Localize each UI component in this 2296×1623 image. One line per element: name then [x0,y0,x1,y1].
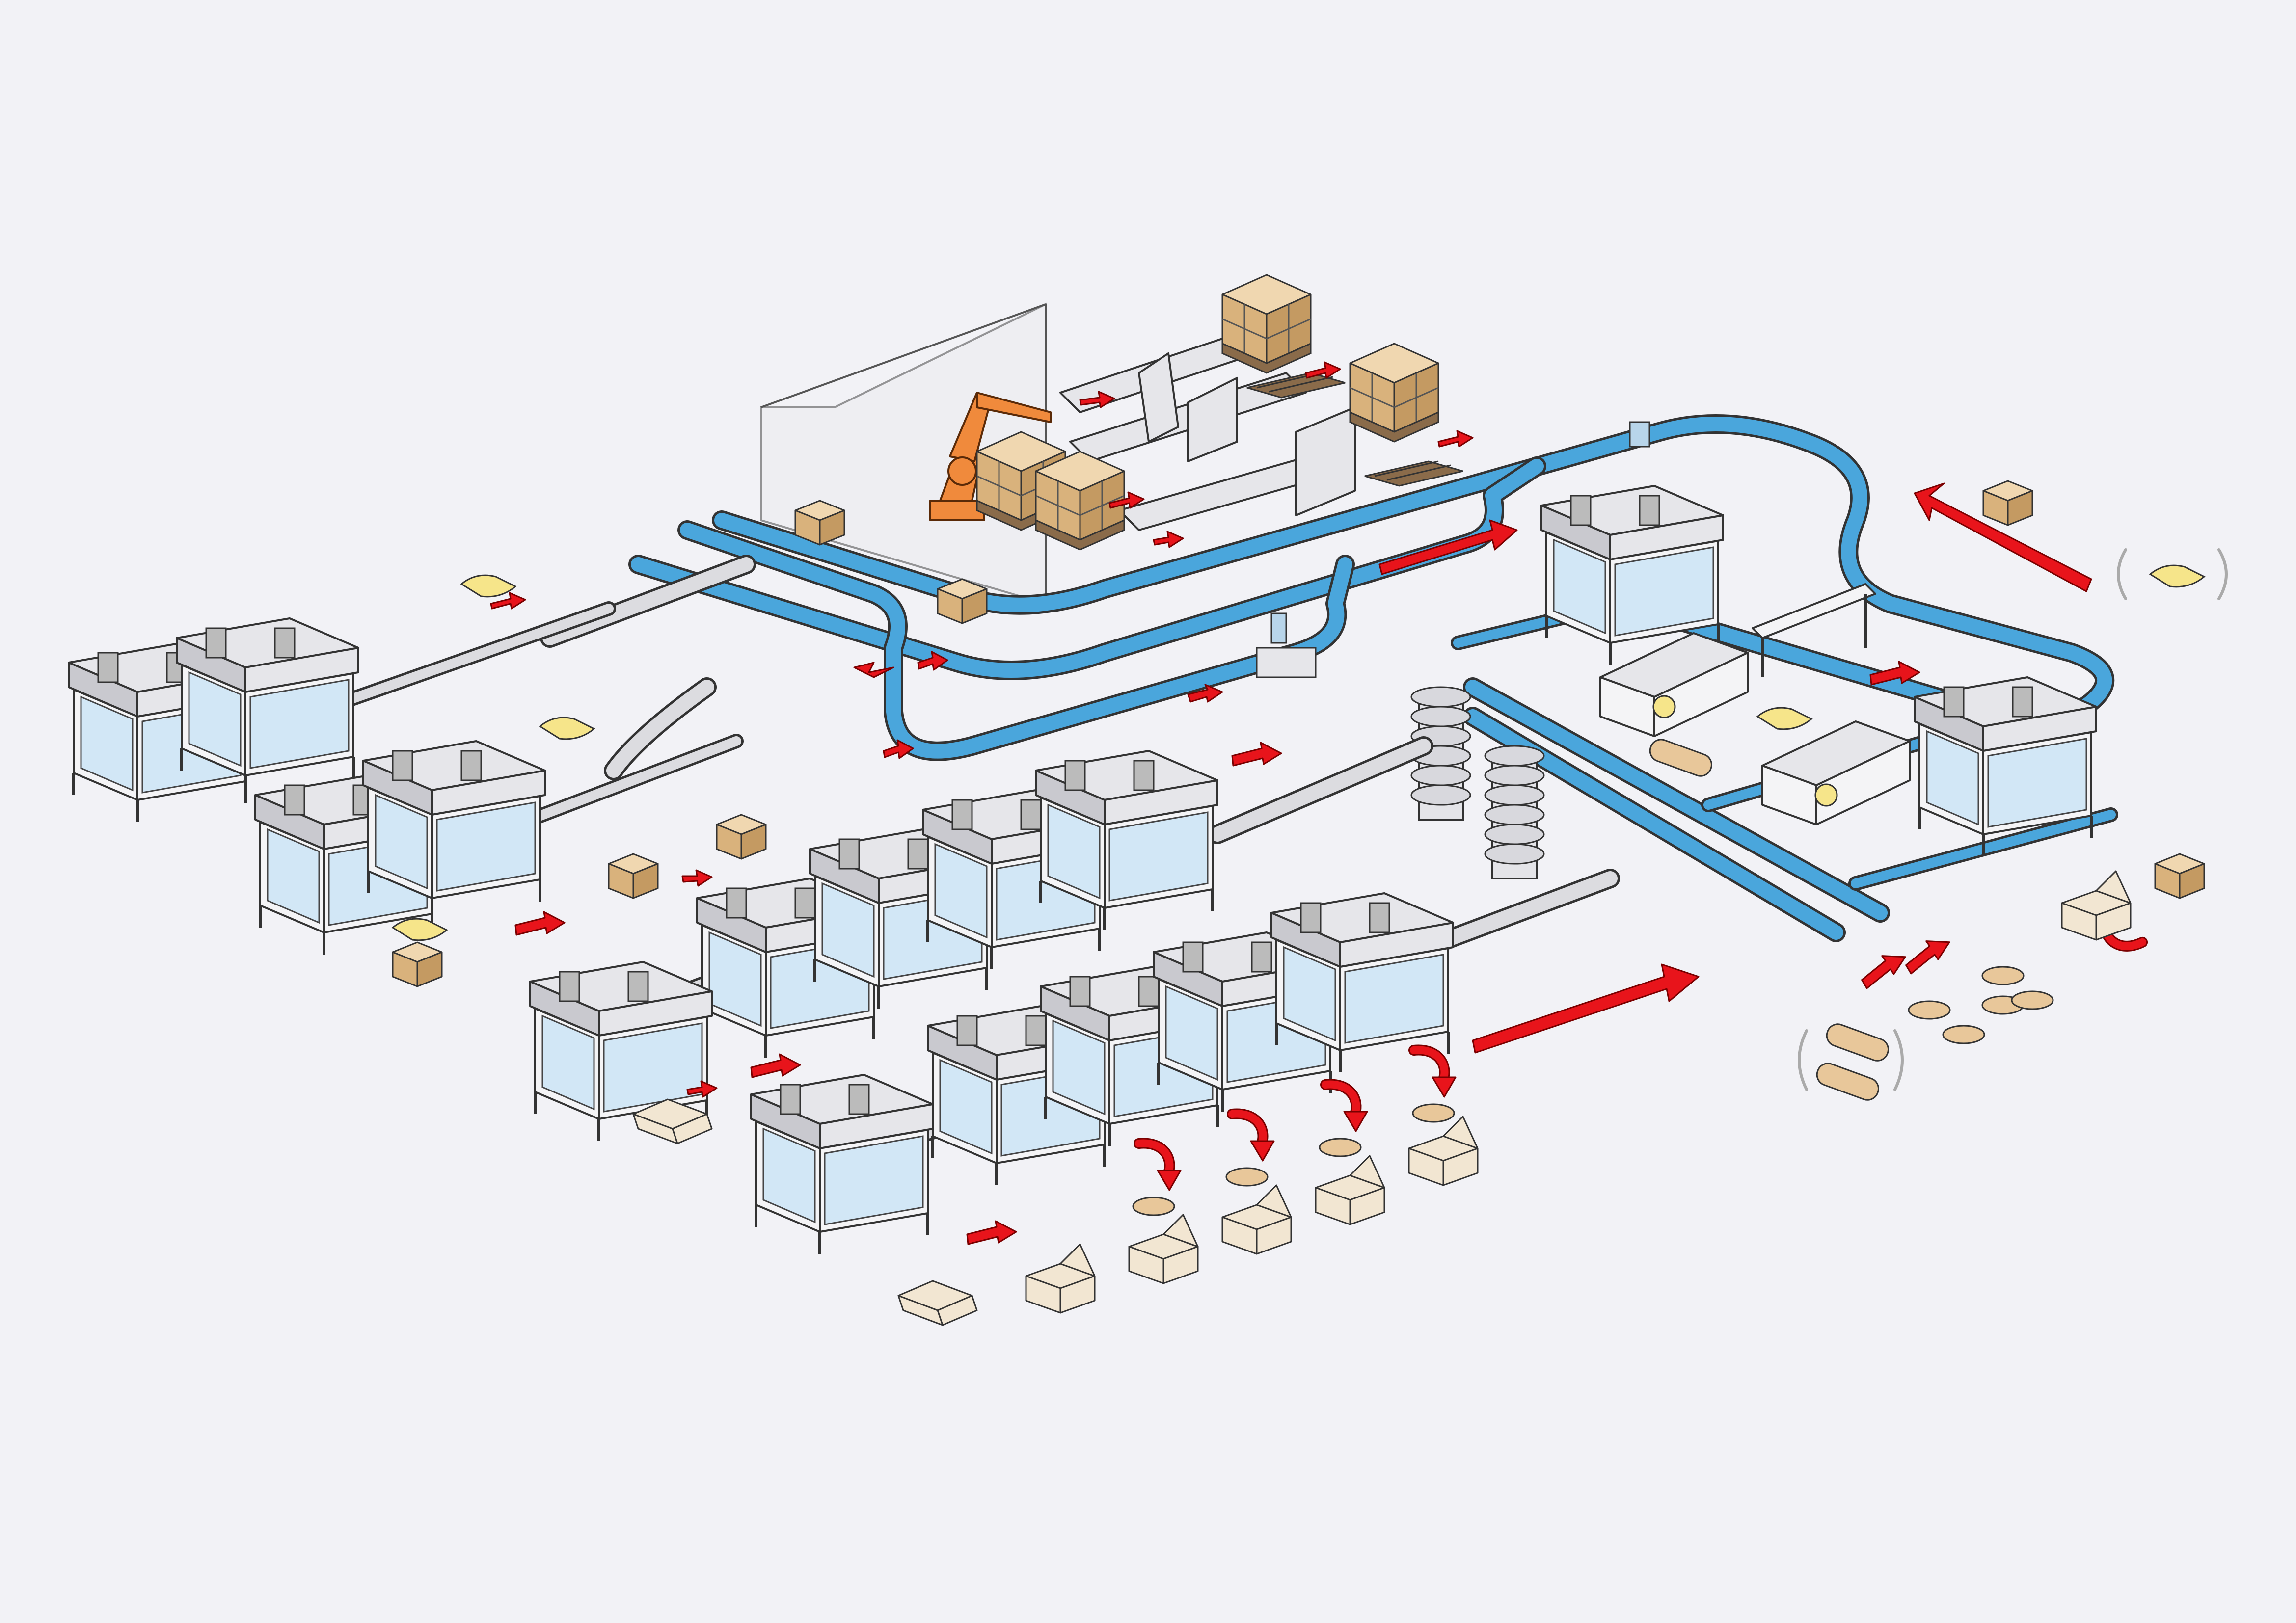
bag-icon [460,574,516,598]
product-piece [2011,990,2054,1010]
flow-arrow-icon [966,1220,1017,1245]
product-roll [1649,739,1889,1101]
curved-arrow-icon [1232,1114,1274,1161]
erected-carton [1025,1243,1096,1314]
product-piece [1908,1000,1951,1020]
curved-arrow-icon [1414,1050,1456,1097]
carton-icon [937,578,988,624]
erected-carton [1128,1214,1199,1284]
carton-icon [716,814,767,860]
flow-arrow-icon [750,1053,801,1078]
product-piece [1319,1138,1362,1157]
flow-arrow-icon [1231,742,1282,767]
flow-arrow-icon [1855,946,1912,990]
bag-icon [392,918,448,941]
bag-icon [1756,707,1812,730]
product-piece [1981,966,2025,985]
carton-erector [751,1075,933,1254]
optional-bracket [1798,548,2228,1091]
spiral-conveyor-icon [1410,686,1545,879]
bag-icon [2149,564,2205,588]
carton-icon [2154,853,2205,899]
pallet-load [1349,343,1439,443]
carton-icon [608,853,659,899]
product-piece [1132,1197,1175,1216]
carton-icon [794,500,845,546]
carton-icon [1982,480,2033,526]
product-piece [1225,1167,1269,1187]
flow-arrow-icon [1899,931,1956,975]
wrapping-machine [1599,583,1911,825]
carton-icon [392,941,443,987]
flow-arrow-icon [490,361,2092,1098]
erected-carton [1221,1184,1292,1255]
pallet-roller-conveyor [1059,333,1356,531]
product-piece [1942,1025,1985,1044]
erected-carton [1408,1116,1479,1186]
erected-carton [1315,1155,1385,1225]
erected-carton [2061,870,2132,941]
flow-arrow-icon [514,911,566,936]
pallet-load [1221,274,1312,374]
bag-icon [539,717,595,740]
checkweigher [1256,421,1650,678]
curved-arrow-icon [1139,1144,1181,1190]
carton-blank [897,1280,978,1326]
pallet-load [1035,451,1125,551]
product-piece [1412,1103,1455,1123]
